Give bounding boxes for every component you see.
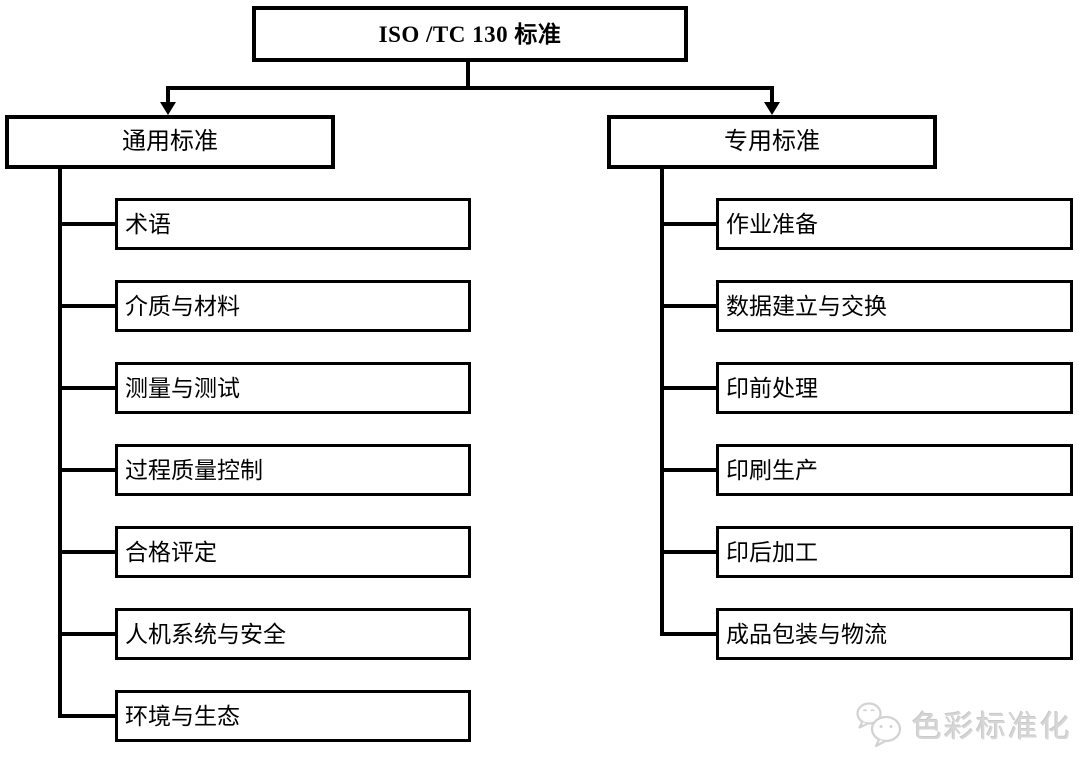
leaf-node: 合格评定 bbox=[115, 526, 471, 578]
connector-line bbox=[660, 386, 716, 390]
leaf-node: 印后加工 bbox=[716, 526, 1073, 578]
leaf-node: 介质与材料 bbox=[115, 280, 471, 332]
connector-line bbox=[660, 222, 716, 226]
leaf-node-label: 印刷生产 bbox=[726, 457, 818, 483]
arrow-down-icon bbox=[160, 102, 176, 115]
connector-line bbox=[660, 550, 716, 554]
wechat-icon bbox=[854, 700, 906, 748]
arrow-down-icon bbox=[764, 102, 780, 115]
leaf-node: 成品包装与物流 bbox=[716, 608, 1073, 660]
leaf-node-label: 作业准备 bbox=[726, 211, 818, 237]
root-node-label: ISO /TC 130 标准 bbox=[378, 21, 562, 47]
connector-line bbox=[58, 222, 115, 226]
leaf-node-label: 过程质量控制 bbox=[125, 457, 263, 483]
connector-line bbox=[660, 632, 716, 636]
connector-line bbox=[660, 169, 664, 636]
connector-line bbox=[770, 86, 774, 104]
watermark: 色彩标准化 bbox=[854, 700, 1072, 748]
leaf-node-label: 成品包装与物流 bbox=[726, 621, 887, 647]
connector-line bbox=[58, 386, 115, 390]
leaf-node-label: 介质与材料 bbox=[125, 293, 240, 319]
leaf-node-label: 合格评定 bbox=[125, 539, 217, 565]
connector-line bbox=[58, 169, 62, 718]
branch-node-label: 专用标准 bbox=[724, 129, 820, 155]
connector-line bbox=[660, 468, 716, 472]
leaf-node-label: 环境与生态 bbox=[125, 703, 240, 729]
connector-line bbox=[58, 304, 115, 308]
connector-line bbox=[58, 550, 115, 554]
connector-line bbox=[58, 714, 115, 718]
leaf-node: 作业准备 bbox=[716, 198, 1073, 250]
connector-line bbox=[166, 86, 170, 104]
branch-node-general: 通用标准 bbox=[5, 115, 335, 169]
leaf-node-label: 术语 bbox=[125, 211, 171, 237]
branch-node-label: 通用标准 bbox=[122, 129, 218, 155]
connector-line bbox=[660, 304, 716, 308]
leaf-node: 人机系统与安全 bbox=[115, 608, 471, 660]
leaf-node-label: 人机系统与安全 bbox=[125, 621, 286, 647]
root-node: ISO /TC 130 标准 bbox=[252, 6, 688, 62]
connector-line bbox=[58, 468, 115, 472]
leaf-node: 术语 bbox=[115, 198, 471, 250]
leaf-node-label: 数据建立与交换 bbox=[726, 293, 887, 319]
leaf-node: 过程质量控制 bbox=[115, 444, 471, 496]
leaf-node-label: 测量与测试 bbox=[125, 375, 240, 401]
leaf-node-label: 印后加工 bbox=[726, 539, 818, 565]
leaf-node-label: 印前处理 bbox=[726, 375, 818, 401]
leaf-node: 测量与测试 bbox=[115, 362, 471, 414]
leaf-node: 印刷生产 bbox=[716, 444, 1073, 496]
leaf-node: 数据建立与交换 bbox=[716, 280, 1073, 332]
leaf-node: 环境与生态 bbox=[115, 690, 471, 742]
connector-line bbox=[466, 60, 470, 90]
connector-line bbox=[58, 632, 115, 636]
watermark-label: 色彩标准化 bbox=[912, 711, 1072, 744]
branch-node-special: 专用标准 bbox=[607, 115, 937, 169]
connector-line bbox=[166, 86, 774, 90]
leaf-node: 印前处理 bbox=[716, 362, 1073, 414]
